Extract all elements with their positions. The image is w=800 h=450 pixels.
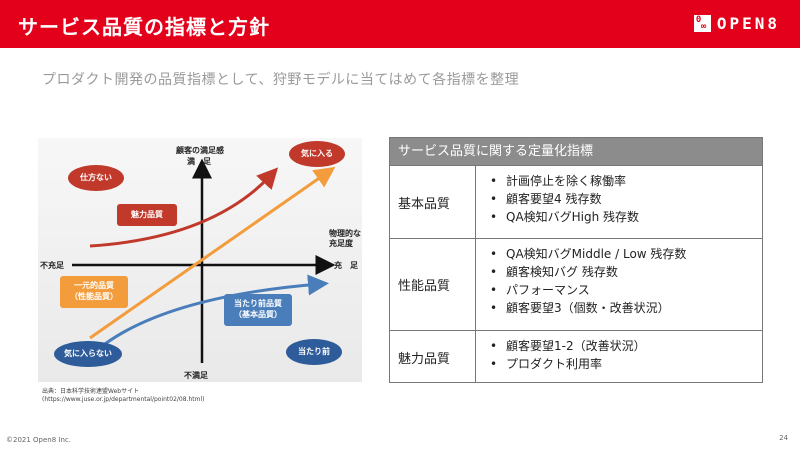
must-be-quality-line2: （基本品質）: [234, 310, 282, 319]
list-item: 顧客検知バグ 残存数: [490, 263, 762, 281]
x-axis-title-line1: 物理的な: [329, 229, 361, 238]
table-row-attractive-quality: 魅力品質 顧客要望1-2（改善状況） プロダクト利用率: [390, 331, 762, 383]
basic-quality-items: 計画停止を除く稼働率 顧客要望4 残存数 QA検知バグHigh 残存数: [476, 166, 762, 238]
list-item: 計画停止を除く稼働率: [490, 172, 762, 190]
kano-diagram-graphic: [38, 138, 362, 382]
attractive-quality-box: 魅力品質: [117, 204, 177, 226]
table-row-performance-quality: 性能品質 QA検知バグMiddle / Low 残存数 顧客検知バグ 残存数 パ…: [390, 239, 762, 331]
table-row-basic-quality: 基本品質 計画停止を除く稼働率 顧客要望4 残存数 QA検知バグHigh 残存数: [390, 166, 762, 239]
header-bar: サービス品質の指標と方針 0 ∞ OPEN8: [0, 0, 800, 48]
x-axis-right-label: 充 足: [334, 261, 358, 270]
source-line1: 出典：日本科学技術連盟Webサイト: [42, 388, 140, 395]
logo-mark-icon: 0 ∞: [693, 15, 711, 32]
one-dimensional-quality-line: [89, 166, 336, 340]
quality-metrics-table: サービス品質に関する定量化指標 基本品質 計画停止を除く稼働率 顧客要望4 残存…: [389, 137, 763, 383]
slide-subtitle: プロダクト開発の品質指標として、狩野モデルに当てはめて各指標を整理: [42, 72, 520, 88]
bubble-must-be: 当たり前: [298, 347, 330, 356]
one-dimensional-quality-line1: 一元的品質: [74, 281, 114, 290]
must-be-quality-box: 当たり前品質 （基本品質）: [224, 294, 292, 326]
list-item: 顧客要望3（個数・改善状況）: [490, 299, 762, 317]
table-header: サービス品質に関する定量化指標: [390, 138, 762, 166]
bubble-dislike-shape: [54, 341, 122, 367]
diagram-source-citation: 出典：日本科学技術連盟Webサイト (https://www.juse.or.j…: [42, 388, 204, 404]
kano-model-diagram: 顧客の満足感 満 足 不満足 物理的な 充足度 不充足 充 足 仕方ない 気に入…: [38, 138, 362, 382]
row-label-basic-quality: 基本品質: [390, 166, 476, 238]
bubble-delighted-shape: [289, 141, 345, 167]
y-axis-bottom-label: 不満足: [184, 371, 208, 380]
slide-title: サービス品質の指標と方針: [18, 15, 270, 39]
logo-text: OPEN8: [716, 14, 780, 33]
x-axis-title-line2: 充足度: [329, 239, 353, 248]
page-number: 24: [779, 434, 788, 442]
bubble-must-be-shape: [286, 339, 342, 365]
list-item: 顧客要望4 残存数: [490, 190, 762, 208]
list-item: QA検知バグMiddle / Low 残存数: [490, 245, 762, 263]
bubble-indifferent: 仕方ない: [80, 173, 112, 182]
row-label-attractive-quality: 魅力品質: [390, 331, 476, 383]
list-item: パフォーマンス: [490, 281, 762, 299]
one-dimensional-quality-line2: （性能品質）: [70, 292, 118, 301]
list-item: QA検知バグHigh 残存数: [490, 208, 762, 226]
bubble-delighted: 気に入る: [301, 149, 333, 158]
bubble-dislike: 気に入らない: [64, 349, 112, 358]
copyright-text: ©2021 Open8 Inc.: [6, 436, 71, 444]
open8-logo: 0 ∞ OPEN8: [693, 14, 780, 33]
bubble-indifferent-shape: [68, 165, 124, 191]
attractive-quality-curve: [89, 167, 279, 248]
y-axis-top-label: 満 足: [187, 157, 211, 166]
source-line2: (https://www.juse.or.jp/departmental/poi…: [42, 396, 205, 403]
performance-quality-items: QA検知バグMiddle / Low 残存数 顧客検知バグ 残存数 パフォーマン…: [476, 239, 762, 330]
row-label-performance-quality: 性能品質: [390, 239, 476, 330]
y-axis-title: 顧客の満足感: [176, 146, 224, 155]
list-item: プロダクト利用率: [490, 355, 762, 373]
one-dimensional-quality-box: 一元的品質 （性能品質）: [60, 276, 128, 308]
must-be-quality-line1: 当たり前品質: [234, 299, 282, 308]
attractive-quality-items: 顧客要望1-2（改善状況） プロダクト利用率: [476, 331, 762, 383]
list-item: 顧客要望1-2（改善状況）: [490, 337, 762, 355]
x-axis-left-label: 不充足: [40, 261, 64, 270]
